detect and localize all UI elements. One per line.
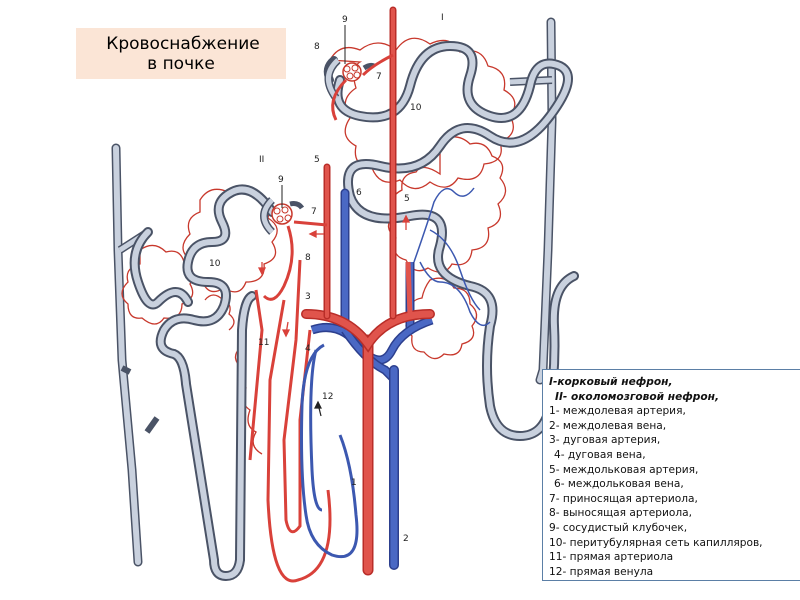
legend-item-10: 10- перитубулярная сеть капилляров, [549, 536, 763, 549]
vasa-recta-venule [300, 343, 359, 558]
label-11: 11 [258, 338, 269, 348]
legend-item-11: 11- прямая артериола [549, 551, 674, 564]
vasa-recta-arteriole [248, 259, 332, 583]
peritubular-venous-network [413, 187, 491, 327]
label-12: 12 [322, 392, 333, 402]
legend-item-7: 7- приносящая артериола, [549, 492, 698, 505]
label-1: 1 [351, 478, 357, 488]
diagram-labels: I II 1 2 3 4 5 5 6 7 7 8 8 9 9 10 10 11 … [209, 13, 444, 544]
title-line-2: в почке [147, 53, 215, 74]
label-9-mid: 9 [278, 175, 284, 185]
collecting-duct-left [111, 143, 160, 567]
legend-item-2: 2- междолевая вена, [549, 419, 667, 432]
efferent-arterioles [262, 78, 348, 301]
tubule-juxtamedullary-nephron [129, 184, 277, 582]
legend-item-8: 8- выносящая артериола, [549, 507, 692, 520]
label-nephron-I: I [441, 13, 444, 23]
legend: I-корковый нефрон, II- околомозговой неф… [542, 369, 800, 581]
label-6: 6 [356, 188, 362, 198]
legend-item-12: 12- прямая венула [549, 565, 654, 578]
label-7-top: 7 [376, 72, 382, 82]
flow-arrow-venule [314, 400, 322, 417]
label-8-top: 8 [314, 42, 320, 52]
title-box: Кровоснабжение в почке [76, 28, 286, 79]
legend-item-1: 1- междолевая артерия, [549, 405, 686, 418]
label-10-left: 10 [209, 259, 221, 269]
label-nephron-II: II [259, 155, 264, 165]
flow-arrows [257, 214, 411, 338]
label-2: 2 [403, 534, 409, 544]
legend-item-9: 9- сосудистый клубочек, [549, 521, 688, 534]
label-3: 3 [305, 292, 311, 302]
glomerulus-juxtamedullary [260, 197, 305, 235]
glomerulus-cortical [324, 57, 376, 101]
title-line-1: Кровоснабжение [106, 33, 260, 54]
label-8-mid: 8 [305, 253, 311, 263]
legend-item-nephron-I: I-корковый нефрон, [549, 376, 673, 388]
afferent-arterioles [293, 53, 394, 227]
legend-item-6: 6- междольковая вена, [554, 478, 684, 491]
label-10-top: 10 [410, 103, 422, 113]
label-5-right: 5 [404, 194, 410, 204]
label-7-mid: 7 [311, 207, 317, 217]
legend-item-3: 3- дуговая артерия, [549, 434, 661, 447]
legend-item-nephron-II: II- околомозговой нефрон, [555, 390, 719, 403]
label-5-left: 5 [314, 155, 320, 165]
label-4: 4 [305, 344, 311, 354]
legend-item-4: 4- дуговая вена, [554, 448, 646, 461]
legend-item-5: 5- междольковая артерия, [549, 463, 699, 476]
label-9-top: 9 [342, 15, 348, 25]
interlobular-artery-right [389, 6, 413, 320]
